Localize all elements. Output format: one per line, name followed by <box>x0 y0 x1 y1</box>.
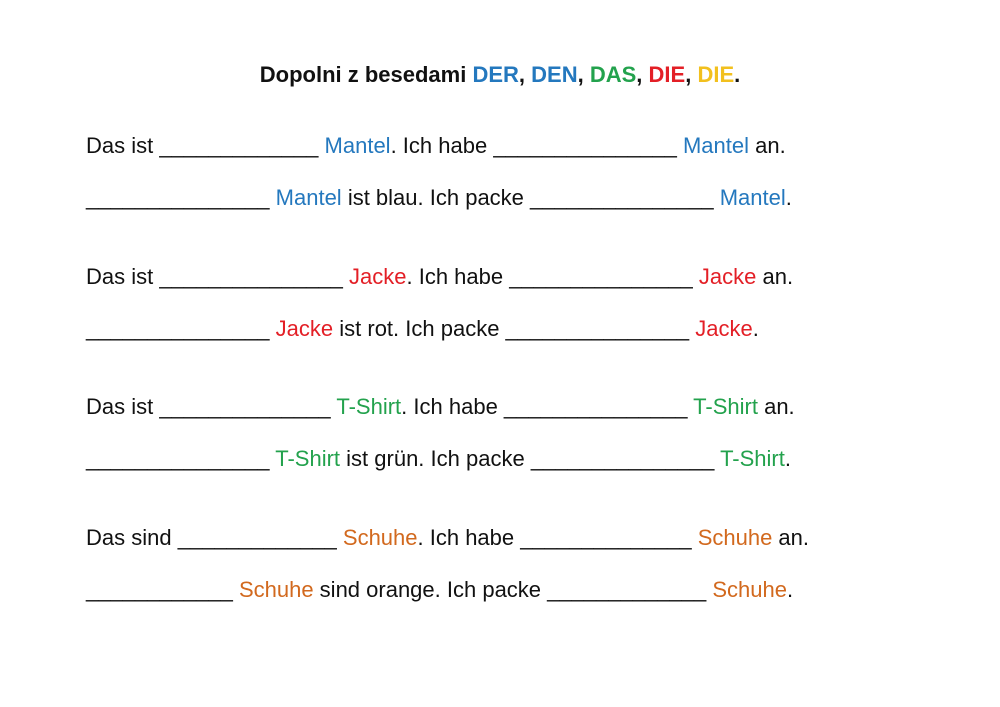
line-text: an. <box>756 264 794 289</box>
fill-blank[interactable]: _______________ <box>159 264 350 289</box>
line-text: Das ist <box>86 394 160 419</box>
line-text: ist grün. Ich packe <box>340 446 531 471</box>
noun-word: T-Shirt <box>693 394 758 419</box>
exercise-line-2: _______________ Mantel ist blau. Ich pac… <box>86 185 966 211</box>
title-sep: , <box>577 62 590 87</box>
noun-word: Mantel <box>275 185 342 210</box>
noun-word: Mantel <box>719 185 786 210</box>
line-text: an. <box>772 525 810 550</box>
line-text: . <box>785 185 792 210</box>
exercise-line-8: ____________ Schuhe sind orange. Ich pac… <box>86 577 966 603</box>
line-text: . <box>786 577 794 602</box>
line-text: Das ist <box>86 264 160 289</box>
exercise-line-1: Das ist _____________ Mantel. Ich habe _… <box>86 133 966 159</box>
fill-blank[interactable]: _______________ <box>505 316 696 341</box>
title-sep: , <box>518 62 532 87</box>
line-text: an. <box>749 133 786 158</box>
line-text: . <box>784 446 791 471</box>
fill-blank[interactable]: _______________ <box>86 185 276 210</box>
fill-blank[interactable]: ____________ <box>86 577 239 602</box>
title-sep: , <box>685 62 698 87</box>
line-text: . <box>752 316 759 341</box>
line-text: an. <box>757 394 795 419</box>
exercise-line-5: Das ist ______________ T-Shirt. Ich habe… <box>86 394 966 420</box>
fill-blank[interactable]: _______________ <box>503 394 694 419</box>
fill-blank[interactable]: _____________ <box>159 133 325 158</box>
noun-word: Schuhe <box>697 525 773 550</box>
exercise-line-6: _______________ T-Shirt ist grün. Ich pa… <box>86 446 966 472</box>
noun-word: Schuhe <box>342 525 418 550</box>
noun-word: Schuhe <box>712 577 787 602</box>
noun-word: T-Shirt <box>336 394 402 419</box>
noun-word: Jacke <box>275 316 334 341</box>
title-word-die-yellow: DIE <box>697 62 735 87</box>
line-text: ist rot. Ich packe <box>333 316 506 341</box>
fill-blank[interactable]: ______________ <box>159 394 337 419</box>
title-word-das: DAS <box>589 62 637 87</box>
title-sep: , <box>636 62 649 87</box>
fill-blank[interactable]: ______________ <box>520 525 698 550</box>
noun-word: T-Shirt <box>720 446 785 471</box>
fill-blank[interactable]: _____________ <box>177 525 343 550</box>
worksheet-title: Dopolni z besedami DER, DEN, DAS, DIE, D… <box>0 62 1000 88</box>
line-text: . Ich habe <box>401 394 504 419</box>
line-text: sind orange. Ich packe <box>313 577 548 602</box>
line-text: Das sind <box>86 525 178 550</box>
fill-blank[interactable]: _______________ <box>86 316 276 341</box>
noun-word: Mantel <box>324 133 391 158</box>
noun-word: Jacke <box>349 264 407 289</box>
title-word-der: DER <box>472 62 519 87</box>
line-text: . Ich habe <box>406 264 510 289</box>
line-text: ist blau. Ich packe <box>341 185 531 210</box>
fill-blank[interactable]: _____________ <box>547 577 713 602</box>
noun-word: T-Shirt <box>275 446 341 471</box>
fill-blank[interactable]: _______________ <box>86 446 276 471</box>
exercise-line-3: Das ist _______________ Jacke. Ich habe … <box>86 264 966 290</box>
fill-blank[interactable]: _______________ <box>530 446 721 471</box>
noun-word: Jacke <box>698 264 757 289</box>
line-text: . Ich habe <box>417 525 521 550</box>
title-prefix: Dopolni z besedami <box>259 62 473 87</box>
line-text: Das ist <box>86 133 160 158</box>
title-end: . <box>734 62 741 87</box>
exercise-line-4: _______________ Jacke ist rot. Ich packe… <box>86 316 966 342</box>
line-text: . Ich habe <box>390 133 494 158</box>
fill-blank[interactable]: _______________ <box>493 133 683 158</box>
fill-blank[interactable]: _______________ <box>530 185 720 210</box>
noun-word: Schuhe <box>238 577 314 602</box>
exercise-line-7: Das sind _____________ Schuhe. Ich habe … <box>86 525 966 551</box>
fill-blank[interactable]: _______________ <box>509 264 699 289</box>
noun-word: Mantel <box>682 133 750 158</box>
noun-word: Jacke <box>695 316 753 341</box>
title-word-die-red: DIE <box>648 62 686 87</box>
title-word-den: DEN <box>531 62 578 87</box>
